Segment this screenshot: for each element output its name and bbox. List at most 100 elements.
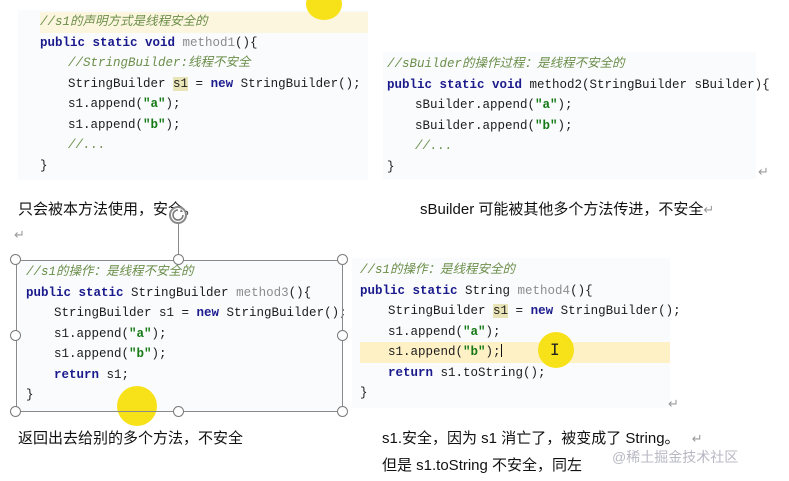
code-line: //s1的操作：是线程不安全的 bbox=[26, 262, 342, 283]
code-variable-highlight: s1 bbox=[493, 304, 509, 318]
pointer-highlight bbox=[538, 332, 574, 368]
code-line: s1.append("a"); bbox=[360, 322, 670, 343]
caption-method2: sBuilder 可能被其他多个方法传进，不安全↵ bbox=[420, 198, 714, 219]
block2-return-mark: ↵ bbox=[758, 163, 769, 180]
code-line-content: //s1的操作：是线程不安全的 bbox=[26, 265, 194, 279]
caption-method4: s1.安全，因为 s1 消亡了，被变成了 String。 ↵ bbox=[382, 427, 703, 448]
caption-text: s1.安全，因为 s1 消亡了，被变成了 String。 bbox=[382, 430, 680, 447]
code-comment: //s1的操作：是线程不安全的 bbox=[26, 265, 194, 279]
code-line: } bbox=[26, 385, 342, 406]
code-text: StringBuilder s1 = bbox=[54, 306, 197, 320]
code-line-content: public static String method4(){ bbox=[360, 284, 593, 298]
resize-handle-top-right[interactable] bbox=[337, 254, 348, 265]
resize-handle-middle-right[interactable] bbox=[337, 330, 348, 341]
caption-text: 返回出去给别的多个方法，不安全 bbox=[18, 430, 244, 447]
code-text: s1.append( bbox=[54, 326, 130, 341]
code-line: s1.append("b"); bbox=[40, 115, 368, 136]
resize-handle-bottom-middle[interactable] bbox=[173, 406, 184, 417]
code-text: s1.append( bbox=[388, 324, 464, 339]
code-comment: //StringBuilder:线程不安全 bbox=[68, 56, 251, 70]
code-keyword: public static void bbox=[40, 35, 183, 50]
code-text: s1.append( bbox=[54, 347, 130, 361]
resize-handle-bottom-left[interactable] bbox=[10, 406, 21, 417]
code-line-content: return s1; bbox=[26, 368, 129, 382]
resize-handle-top-middle[interactable] bbox=[173, 254, 184, 265]
code-text: } bbox=[360, 386, 368, 400]
image-selection-frame[interactable] bbox=[16, 260, 343, 412]
code-line-content: StringBuilder s1 = new StringBuilder(); bbox=[40, 76, 361, 91]
code-text: ); bbox=[165, 117, 181, 132]
code-keyword: new bbox=[196, 306, 220, 320]
caption-method4-second: 但是 s1.toString 不安全，同左 bbox=[382, 454, 582, 475]
code-text: String bbox=[465, 283, 518, 298]
code-line: StringBuilder s1 = new StringBuilder(); bbox=[40, 74, 368, 95]
code-line-content: sBuilder.append("b"); bbox=[387, 119, 573, 133]
code-string: "a" bbox=[129, 326, 152, 341]
code-line: } bbox=[360, 383, 670, 404]
code-text: s1.append( bbox=[68, 97, 144, 111]
code-comment: //... bbox=[68, 138, 106, 152]
code-text: ); bbox=[485, 324, 501, 339]
code-text: (){ bbox=[235, 35, 258, 50]
code-line-content: s1.append("b"); bbox=[360, 344, 502, 359]
code-text: sBuilder.append( bbox=[415, 98, 536, 112]
code-line: StringBuilder s1 = new StringBuilder(); bbox=[26, 303, 347, 324]
caption-method1: 只会被本方法使用，安全。 bbox=[18, 198, 198, 219]
code-text: ); bbox=[151, 347, 167, 361]
code-line: //... bbox=[40, 135, 368, 156]
return-mark-line: ↵ bbox=[14, 226, 25, 243]
code-line-content: //... bbox=[40, 138, 106, 152]
block4-return-mark: ↵ bbox=[668, 395, 679, 412]
code-text: StringBuilder(); bbox=[219, 306, 347, 320]
code-line: //s1的声明方式是线程安全的 bbox=[40, 12, 368, 33]
code-line: return s1; bbox=[26, 365, 342, 386]
code-line: s1.append("a"); bbox=[40, 94, 368, 115]
code-text: ); bbox=[557, 118, 573, 133]
text-cursor-icon: I bbox=[550, 340, 560, 359]
code-line-content: public static void method1(){ bbox=[40, 36, 258, 50]
resize-handle-middle-left[interactable] bbox=[10, 330, 21, 341]
return-mark: ↵ bbox=[668, 396, 679, 411]
code-line-content: } bbox=[40, 159, 48, 173]
pointer-highlight bbox=[306, 0, 342, 20]
code-line: s1.append("a"); bbox=[26, 324, 342, 345]
code-text: ); bbox=[151, 326, 167, 341]
resize-handle-top-left[interactable] bbox=[10, 254, 21, 265]
code-text: ); bbox=[557, 98, 573, 112]
code-line-content: //s1的声明方式是线程安全的 bbox=[40, 15, 208, 29]
resize-handle-bottom-right[interactable] bbox=[337, 406, 348, 417]
code-string: "a" bbox=[535, 98, 558, 112]
code-keyword: public static bbox=[360, 283, 466, 298]
code-line-content: } bbox=[26, 388, 34, 402]
code-keyword: new bbox=[530, 304, 554, 318]
rotate-handle-icon[interactable] bbox=[169, 206, 187, 224]
code-text: StringBuilder bbox=[131, 285, 237, 300]
code-text: method2(StringBuilder sBuilder){ bbox=[529, 77, 770, 92]
code-text: s1; bbox=[106, 367, 130, 382]
code-line: return s1.toString(); bbox=[360, 363, 670, 384]
code-line-content: public static void method2(StringBuilder… bbox=[387, 78, 770, 92]
code-method-name: method3 bbox=[236, 285, 289, 300]
code-line-content: s1.append("a"); bbox=[26, 327, 167, 341]
code-line: } bbox=[387, 157, 756, 178]
watermark: @稀土掘金技术社区 bbox=[612, 449, 739, 465]
code-keyword: new bbox=[210, 76, 234, 91]
code-line-content: s1.append("b"); bbox=[26, 347, 167, 361]
code-line-content: } bbox=[360, 386, 368, 400]
code-line: sBuilder.append("b"); bbox=[387, 116, 756, 137]
code-line: //... bbox=[387, 136, 756, 157]
code-method-name: method4 bbox=[517, 283, 571, 298]
code-string: "b" bbox=[463, 345, 486, 359]
caption-method3: 返回出去给别的多个方法，不安全 bbox=[18, 427, 243, 448]
code-line: public static void method2(StringBuilder… bbox=[387, 75, 770, 96]
code-variable-highlight: s1 bbox=[173, 76, 189, 91]
code-string: "a" bbox=[463, 324, 486, 339]
code-line: sBuilder.append("a"); bbox=[387, 95, 756, 116]
code-line: s1.append("b"); bbox=[360, 342, 670, 363]
code-keyword: public static void bbox=[387, 77, 530, 92]
return-mark: ↵ bbox=[14, 227, 25, 242]
caption-text: 只会被本方法使用，安全。 bbox=[18, 201, 199, 218]
